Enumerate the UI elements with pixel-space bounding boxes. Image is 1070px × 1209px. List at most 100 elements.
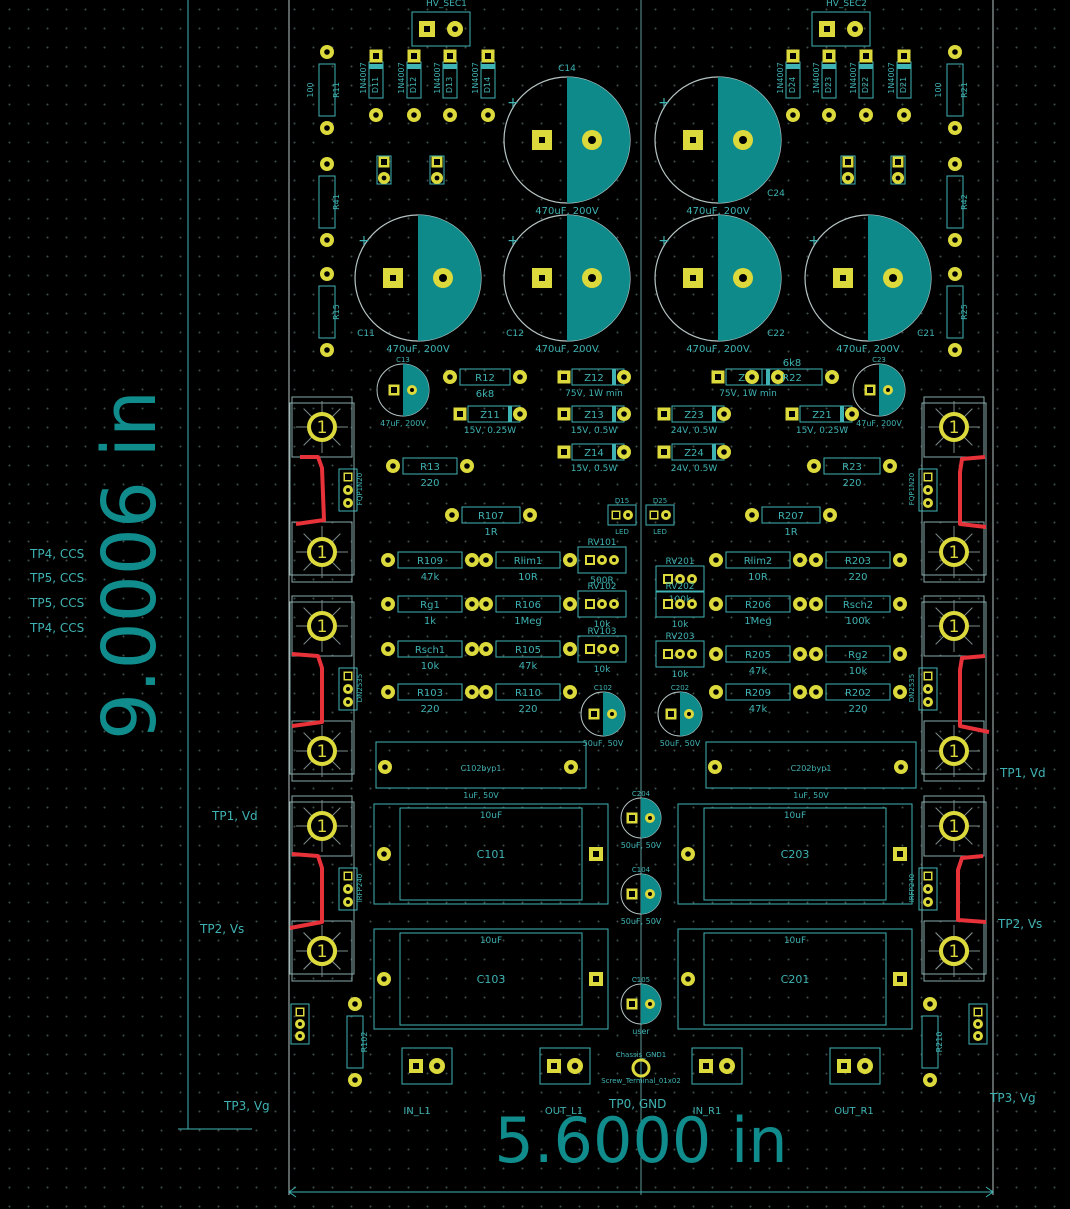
resistor-ref: R103 bbox=[417, 688, 443, 699]
diode-ref: D23 bbox=[824, 77, 833, 93]
pad-hole bbox=[600, 647, 604, 651]
pad-hole bbox=[469, 557, 475, 563]
pad-hole bbox=[927, 1077, 933, 1083]
resistor-value: 100 bbox=[934, 82, 943, 97]
pad-hole bbox=[897, 851, 903, 857]
pad-hole bbox=[385, 646, 391, 652]
pad-hole bbox=[976, 1034, 980, 1038]
polarity-plus: + bbox=[507, 95, 519, 111]
resistor-ref: R21 bbox=[960, 82, 969, 98]
diode-cathode-band bbox=[786, 64, 800, 69]
to92-outline bbox=[338, 667, 358, 711]
trimmer: RV201100k bbox=[655, 557, 705, 605]
resistor-ref: Rsch2 bbox=[843, 600, 873, 611]
resistor-body bbox=[825, 551, 891, 569]
resistor-ref: Rg2 bbox=[848, 650, 868, 661]
tp-label: TP3, Vg bbox=[989, 1091, 1036, 1105]
resistor-ref: R207 bbox=[778, 511, 804, 522]
pad-hole bbox=[687, 712, 691, 716]
pad-number: 1 bbox=[317, 742, 328, 762]
pad-hole bbox=[483, 689, 489, 695]
pad-hole bbox=[897, 976, 903, 982]
pad-hole bbox=[297, 1009, 303, 1015]
connector-label: OUT_L1 bbox=[545, 1106, 583, 1117]
io-connector: OUT_R1 bbox=[829, 1047, 881, 1117]
resistor-ref: R23 bbox=[842, 462, 862, 473]
mounting-hole bbox=[311, 416, 333, 438]
resistor-body bbox=[495, 683, 561, 701]
diode-value: 1N4007 bbox=[397, 62, 406, 93]
trimmer-body bbox=[577, 635, 627, 663]
pad-hole bbox=[863, 53, 869, 59]
resistor-body bbox=[397, 595, 463, 613]
resistor-body bbox=[725, 595, 791, 613]
width-dimension-label: 5.6000 in bbox=[494, 1104, 787, 1177]
mounting-outline bbox=[291, 795, 353, 857]
cap-ref: C204 bbox=[632, 790, 651, 798]
to92-outline bbox=[290, 1003, 310, 1045]
zener-ref: Z24 bbox=[684, 448, 704, 459]
pad-hole bbox=[539, 137, 545, 143]
resistor-ref: R109 bbox=[417, 556, 443, 567]
trimmer-body bbox=[655, 565, 705, 593]
resistor-body bbox=[725, 551, 791, 569]
bypass-body bbox=[375, 741, 587, 789]
resistor-body bbox=[825, 595, 891, 613]
trimmer-ref: RV103 bbox=[587, 627, 616, 637]
pad-hole bbox=[591, 711, 597, 717]
pad-hole bbox=[345, 673, 351, 679]
red-marker bbox=[291, 652, 324, 728]
pad-hole bbox=[593, 851, 599, 857]
bottom-transistor bbox=[968, 1003, 988, 1045]
resistor-value: 10R bbox=[518, 572, 538, 583]
pad-hole bbox=[352, 1001, 358, 1007]
zener-value: 75V, 1W min bbox=[565, 389, 623, 399]
pad-number: 1 bbox=[317, 418, 328, 438]
pad-number: 1 bbox=[949, 742, 960, 762]
pad-hole bbox=[410, 388, 414, 392]
pad-hole bbox=[385, 689, 391, 695]
led-body bbox=[645, 504, 675, 526]
resistor-body bbox=[825, 645, 891, 663]
zener-value: 15V, 0.5W bbox=[571, 426, 618, 436]
pad-hole bbox=[690, 652, 694, 656]
trimmer-ref: RV201 bbox=[665, 557, 694, 567]
pad-hole bbox=[925, 873, 931, 879]
transistor-value: IRFP240 bbox=[908, 874, 916, 903]
resistor-value: 6k8 bbox=[783, 358, 802, 369]
red-marker bbox=[958, 455, 987, 529]
film-cap-value: 10uF bbox=[480, 936, 502, 946]
resistor-body bbox=[346, 1015, 364, 1069]
cap-ref: C14 bbox=[558, 64, 576, 74]
pad-hole bbox=[345, 873, 351, 879]
pad-hole bbox=[621, 449, 627, 455]
pad-hole bbox=[588, 136, 596, 144]
pad-hole bbox=[298, 1034, 302, 1038]
pad-hole bbox=[381, 851, 387, 857]
zener-value: 75V, 1W min bbox=[719, 389, 777, 399]
resistor-ref: R42 bbox=[960, 194, 969, 210]
io-connector: IN_L1 bbox=[401, 1047, 453, 1117]
resistor-value: 10R bbox=[748, 572, 768, 583]
diode-value: 1N4007 bbox=[471, 62, 480, 93]
pad-hole bbox=[678, 577, 682, 581]
transistor-value: DN2535 bbox=[356, 674, 364, 702]
mounting-hole bbox=[311, 940, 333, 962]
pad-hole bbox=[385, 601, 391, 607]
